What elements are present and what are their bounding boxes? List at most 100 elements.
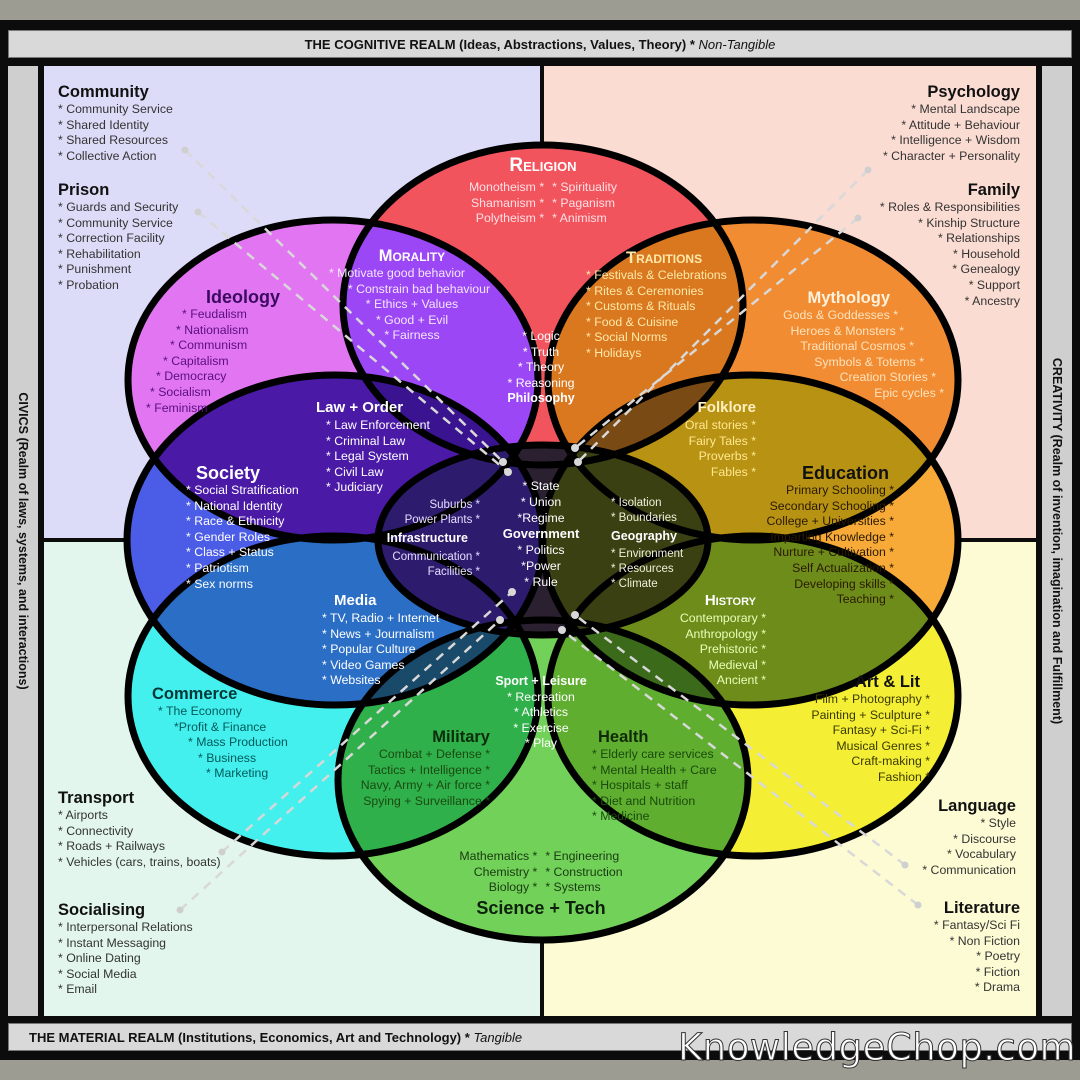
list-item: * Constrain bad behaviour <box>347 281 491 296</box>
list-item: * Poetry <box>976 949 1020 964</box>
heading: Religion <box>509 155 577 176</box>
list-item: * Social Media <box>58 966 137 981</box>
list-item: * Gender Roles <box>186 529 271 544</box>
dashed-pointer-line <box>574 614 906 866</box>
religion-region: Religion Monotheism *Shamanism *Polythei… <box>443 156 643 227</box>
list-item: Polytheism * <box>475 211 545 226</box>
list-item: * Diet and Nutrition <box>592 793 696 808</box>
list-item: Epic cycles * <box>874 385 944 400</box>
heading: Mythology <box>807 289 891 307</box>
pointer-dot <box>558 626 566 634</box>
list-item: * Union <box>520 495 562 509</box>
item-list: * Law Enforcement* Criminal Law* Legal S… <box>316 418 430 496</box>
heading: Folklore <box>697 399 756 416</box>
list-item: Craft-making * <box>851 754 930 769</box>
list-item: Fables * <box>710 464 756 479</box>
item-list: Communication *Facilities * <box>387 550 480 580</box>
list-item: Teaching * <box>836 592 894 607</box>
item-list: * TV, Radio + Internet* News + Journalis… <box>322 611 439 689</box>
science-tech-region: Mathematics *Chemistry *Biology ** Engin… <box>400 849 682 918</box>
heading: Prison <box>58 181 110 199</box>
list-item: * Roads + Railways <box>58 839 165 854</box>
list-item: Navy, Army + Air force * <box>360 778 490 793</box>
heading: Society <box>196 463 261 483</box>
list-item: Combat + Defense * <box>378 747 490 761</box>
commerce-outline <box>124 532 542 860</box>
list-item: Chemistry * <box>473 864 538 879</box>
list-item: Fairy Tales * <box>688 433 756 448</box>
pointer-dot <box>504 468 512 476</box>
list-item: * Video Games <box>322 657 405 672</box>
heading: Morality <box>378 247 446 265</box>
list-item: * Animism <box>552 211 607 226</box>
list-item: * TV, Radio + Internet <box>322 611 440 625</box>
list-item: * Collective Action <box>58 148 157 163</box>
heading: Education <box>801 463 889 483</box>
commerce-region: Commerce* The Economy*Profit & Finance* … <box>152 684 288 782</box>
list-item: * Ancestry <box>964 293 1020 308</box>
item-list: Suburbs *Power Plants * <box>387 498 480 528</box>
item-list: * Isolation* Boundaries <box>611 496 683 526</box>
item-list: Oral stories *Fairy Tales *Proverbs *Fab… <box>685 418 756 480</box>
item-list: * Environment* Resources* Climate <box>611 547 683 592</box>
item-list: * Feudalism* Nationalism* Communism* Cap… <box>146 307 280 416</box>
list-item: Medieval * <box>708 657 766 672</box>
list-item: * Email <box>58 982 97 997</box>
religion-outline <box>339 141 747 469</box>
pointer-dot <box>571 611 579 619</box>
list-item: * Drama <box>974 980 1020 995</box>
history-overlap <box>548 536 958 705</box>
ideology-outline <box>124 216 542 544</box>
list-item: * Civil Law <box>326 464 384 479</box>
list-item: * Interpersonal Relations <box>58 920 193 934</box>
list-item: * Social Norms <box>586 330 668 345</box>
pointer-dot <box>571 444 579 452</box>
dashed-pointer-line <box>561 629 919 906</box>
list-item: Suburbs * <box>429 499 480 511</box>
list-item: Monotheism * <box>468 180 545 194</box>
heading: Commerce <box>152 685 238 703</box>
list-item: * Logic <box>522 329 560 343</box>
list-item: Heroes & Monsters * <box>790 323 904 338</box>
list-item: * Punishment <box>58 262 132 277</box>
item-list: * Festivals & Celebrations* Rites & Cere… <box>586 268 727 362</box>
psychology-block: Psychology* Mental Landscape* Attitude +… <box>883 82 1020 164</box>
pointer-dot <box>194 208 202 216</box>
list-item: Biology * <box>488 880 538 895</box>
list-item: * Probation <box>58 277 119 292</box>
list-item: * State <box>522 479 560 493</box>
list-item: * Mental Landscape <box>911 102 1020 116</box>
heading: Philosophy <box>507 391 575 406</box>
list-item: * Marketing <box>206 766 269 781</box>
list-item: * Class + Status <box>186 545 274 560</box>
list-item: * Vocabulary <box>946 847 1016 862</box>
item-list: * State* Union*Regime <box>480 478 602 526</box>
list-item: College + Universities * <box>766 514 894 529</box>
heading: Sport + Leisure <box>495 674 587 688</box>
heading: Family <box>967 181 1020 199</box>
list-item: Communication * <box>392 551 480 563</box>
list-item: * Paganism <box>552 195 616 210</box>
dashed-pointer-line <box>197 211 509 473</box>
military-overlap <box>338 620 538 856</box>
list-item: * Nationalism <box>176 322 249 337</box>
list-item: * News + Journalism <box>322 626 435 641</box>
dashed-pointer-line <box>179 619 501 911</box>
list-item: * Style <box>980 816 1016 830</box>
list-item: Gods & Goddesses * <box>783 308 898 322</box>
list-item: * Race & Ethnicity <box>186 514 285 529</box>
sport-leisure-region: Sport + Leisure* Recreation* Athletics* … <box>480 674 602 752</box>
list-item: * Elderly care services <box>592 747 714 761</box>
item-list: * Politics*Power* Rule <box>480 542 602 590</box>
heading: History <box>704 592 756 609</box>
traditions-region: Traditions* Festivals & Celebrations* Ri… <box>586 248 727 362</box>
list-item: * Judiciary <box>326 480 383 495</box>
cognitive-realm-banner: THE COGNITIVE REALM (Ideas, Abstractions… <box>8 30 1072 58</box>
item-list: * Airports* Connectivity* Roads + Railwa… <box>58 808 221 870</box>
center-outline <box>374 441 712 639</box>
list-item: * Motivate good behavior <box>328 266 466 280</box>
